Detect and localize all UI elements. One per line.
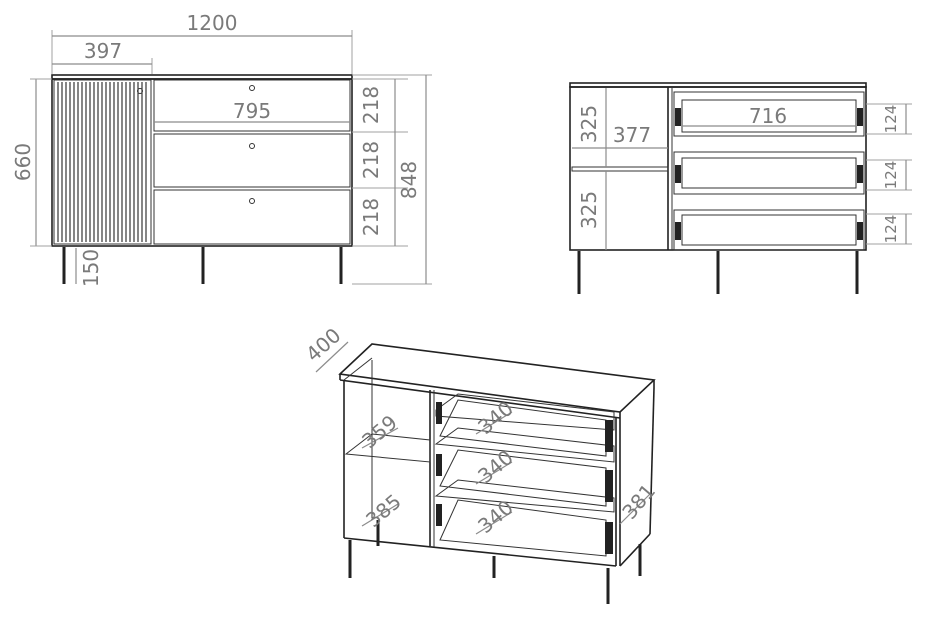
- door-grooves: [57, 82, 147, 242]
- dim-door-width: 397: [84, 39, 122, 63]
- dim-side-depth: 381: [617, 479, 660, 524]
- dim-open-drawer-h3: 124: [882, 215, 900, 244]
- iso-drawer-fronts: [436, 402, 613, 554]
- drawer-2-knob: [249, 143, 255, 149]
- dim-drawer-h1: 218: [359, 86, 383, 124]
- dim-drawer-inner-width: 716: [749, 104, 787, 128]
- iso-shelf: [344, 433, 431, 463]
- dim-shelf-h2: 325: [577, 191, 601, 229]
- dim-leg-height: 150: [79, 249, 103, 287]
- open-shelf: [571, 166, 669, 172]
- dim-shelf-depth-bottom: 385: [361, 489, 406, 532]
- dim-open-drawer-h2: 124: [882, 161, 900, 190]
- dim-body-height: 660: [11, 143, 35, 181]
- drawer-3-knob: [249, 198, 255, 204]
- dim-drawer-width: 795: [233, 99, 271, 123]
- open-drawer-1: [673, 91, 865, 137]
- front-drawer-3: [153, 189, 351, 245]
- dim-width: 1200: [187, 11, 238, 35]
- dim-drawer-h3: 218: [359, 198, 383, 236]
- iso-drawer-2: [434, 427, 615, 463]
- dim-shelf-width: 377: [613, 123, 651, 147]
- open-body: [569, 86, 867, 251]
- dim-shelf-h1: 325: [577, 105, 601, 143]
- front-drawer-2: [153, 133, 351, 188]
- iso-view: 400 359 385 340 340 340 381: [301, 323, 660, 604]
- door-knob: [137, 88, 143, 94]
- front-view: 1200 397 795 660 150 218 218 218 848: [11, 11, 432, 287]
- front-drawer-1: [153, 79, 351, 132]
- dim-total-height: 848: [397, 161, 421, 199]
- open-drawer-3: [673, 209, 865, 251]
- drawer-1-knob: [249, 85, 255, 91]
- dim-open-drawer-h1: 124: [882, 105, 900, 134]
- open-view: 325 325 377 716 124 124 124: [569, 82, 912, 294]
- iso-drawer-3: [434, 479, 615, 513]
- drawer-runners: [675, 108, 863, 240]
- dim-iso-depth: 400: [301, 323, 345, 366]
- open-drawer-2: [673, 151, 865, 195]
- dim-drawer-h2: 218: [359, 141, 383, 179]
- fluted-door: [53, 79, 152, 245]
- front-body: [51, 78, 353, 247]
